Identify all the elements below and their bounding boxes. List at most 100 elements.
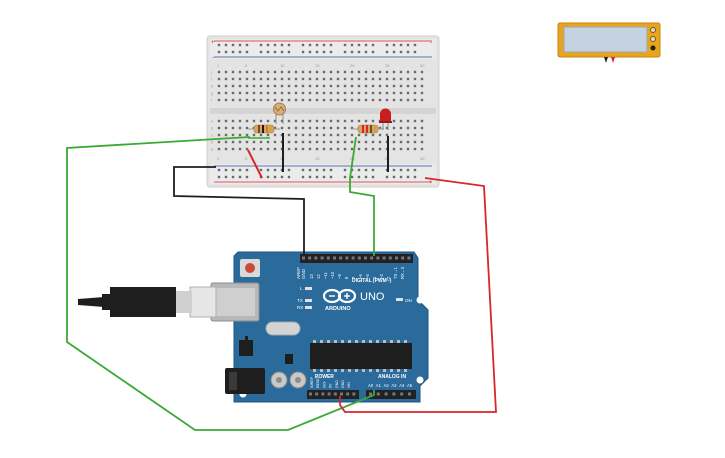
header-pin[interactable]: [314, 256, 318, 260]
terminal-hole[interactable]: [252, 77, 256, 81]
terminal-hole[interactable]: [315, 70, 319, 74]
terminal-hole[interactable]: [371, 91, 375, 95]
terminal-hole[interactable]: [315, 133, 319, 137]
terminal-hole[interactable]: [259, 77, 263, 81]
rail-hole[interactable]: [245, 50, 249, 54]
terminal-hole[interactable]: [385, 84, 389, 88]
terminal-hole[interactable]: [350, 77, 354, 81]
terminal-hole[interactable]: [252, 91, 256, 95]
terminal-hole[interactable]: [294, 91, 298, 95]
terminal-hole[interactable]: [343, 98, 347, 102]
terminal-hole[interactable]: [336, 77, 340, 81]
header-pin[interactable]: [392, 392, 396, 396]
terminal-hole[interactable]: [343, 133, 347, 137]
terminal-hole[interactable]: [245, 119, 249, 123]
header-pin[interactable]: [357, 256, 361, 260]
rail-hole[interactable]: [273, 175, 277, 179]
header-pin[interactable]: [333, 256, 336, 260]
terminal-hole[interactable]: [259, 133, 263, 137]
rail-hole[interactable]: [406, 168, 410, 172]
terminal-hole[interactable]: [364, 70, 368, 74]
rail-hole[interactable]: [266, 168, 270, 172]
terminal-hole[interactable]: [287, 70, 291, 74]
terminal-hole[interactable]: [266, 119, 270, 123]
header-pin[interactable]: [326, 256, 330, 260]
rail-hole[interactable]: [217, 175, 221, 179]
terminal-hole[interactable]: [231, 119, 235, 123]
rail-hole[interactable]: [280, 43, 284, 47]
terminal-hole[interactable]: [301, 84, 305, 88]
rail-hole[interactable]: [343, 50, 347, 54]
terminal-hole[interactable]: [217, 140, 221, 144]
rail-hole[interactable]: [245, 175, 249, 179]
rail-hole[interactable]: [308, 50, 312, 54]
rail-hole[interactable]: [259, 43, 263, 47]
rail-hole[interactable]: [399, 175, 403, 179]
rail-hole[interactable]: [315, 43, 319, 47]
terminal-hole[interactable]: [301, 119, 305, 123]
terminal-hole[interactable]: [420, 84, 424, 88]
terminal-hole[interactable]: [245, 133, 249, 137]
terminal-hole[interactable]: [294, 147, 298, 151]
rail-hole[interactable]: [385, 43, 389, 47]
terminal-hole[interactable]: [266, 98, 270, 102]
rail-hole[interactable]: [287, 43, 291, 47]
terminal-hole[interactable]: [399, 140, 403, 144]
terminal-hole[interactable]: [371, 140, 375, 144]
rail-hole[interactable]: [413, 175, 417, 179]
rail-hole[interactable]: [224, 168, 228, 172]
rail-hole[interactable]: [273, 168, 277, 172]
terminal-hole[interactable]: [280, 119, 284, 123]
rail-hole[interactable]: [364, 50, 368, 54]
terminal-hole[interactable]: [322, 126, 326, 130]
rail-hole[interactable]: [301, 175, 305, 179]
terminal-hole[interactable]: [280, 126, 284, 130]
terminal-hole[interactable]: [343, 91, 347, 95]
terminal-hole[interactable]: [371, 77, 375, 81]
terminal-hole[interactable]: [252, 98, 256, 102]
lcd-display[interactable]: [557, 22, 661, 63]
terminal-hole[interactable]: [287, 133, 291, 137]
terminal-hole[interactable]: [329, 140, 333, 144]
rail-hole[interactable]: [266, 50, 270, 54]
terminal-hole[interactable]: [217, 84, 221, 88]
terminal-hole[interactable]: [273, 84, 277, 88]
terminal-hole[interactable]: [217, 98, 221, 102]
header-pin[interactable]: [384, 392, 388, 396]
terminal-hole[interactable]: [322, 133, 326, 137]
rail-hole[interactable]: [406, 175, 410, 179]
terminal-hole[interactable]: [420, 98, 424, 102]
terminal-hole[interactable]: [406, 91, 410, 95]
red-led[interactable]: [379, 108, 392, 130]
terminal-hole[interactable]: [385, 126, 389, 130]
rail-hole[interactable]: [322, 50, 326, 54]
rail-hole[interactable]: [357, 43, 361, 47]
header-pin[interactable]: [401, 256, 405, 260]
terminal-hole[interactable]: [301, 147, 305, 151]
header-pin[interactable]: [369, 392, 372, 396]
terminal-hole[interactable]: [294, 77, 298, 81]
terminal-hole[interactable]: [301, 140, 305, 144]
terminal-hole[interactable]: [224, 119, 228, 123]
terminal-hole[interactable]: [378, 147, 382, 151]
rail-hole[interactable]: [399, 168, 403, 172]
terminal-hole[interactable]: [420, 126, 424, 130]
rail-hole[interactable]: [371, 50, 375, 54]
rail-hole[interactable]: [406, 43, 410, 47]
terminal-hole[interactable]: [413, 126, 417, 130]
photoresistor[interactable]: [273, 102, 286, 124]
rail-hole[interactable]: [301, 43, 305, 47]
rail-hole[interactable]: [413, 168, 417, 172]
terminal-hole[interactable]: [378, 84, 382, 88]
terminal-hole[interactable]: [224, 84, 228, 88]
terminal-hole[interactable]: [224, 91, 228, 95]
terminal-hole[interactable]: [343, 147, 347, 151]
header-pin[interactable]: [407, 256, 411, 260]
terminal-hole[interactable]: [350, 84, 354, 88]
terminal-hole[interactable]: [259, 119, 263, 123]
terminal-hole[interactable]: [252, 70, 256, 74]
terminal-hole[interactable]: [238, 140, 242, 144]
